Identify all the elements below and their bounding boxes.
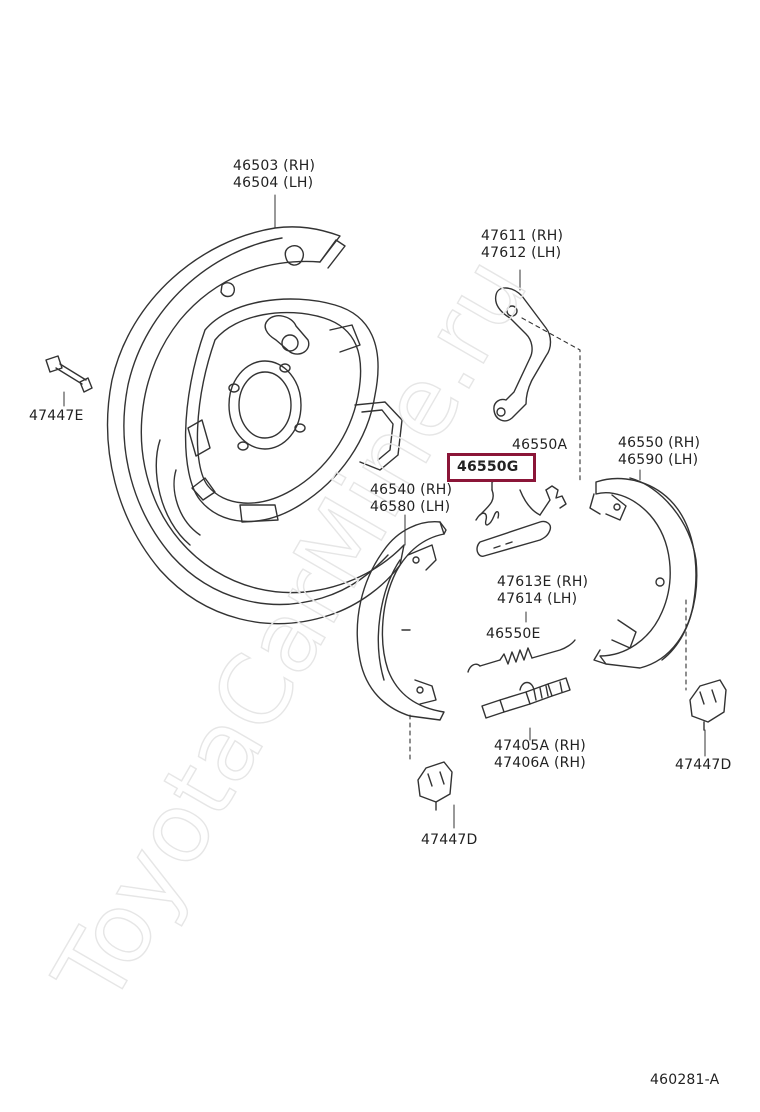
label-adjuster-rh: 47405A (RH): [494, 738, 586, 754]
label-spring-g: 46550G: [457, 459, 518, 476]
diagram-code: 460281-A: [650, 1072, 719, 1089]
label-pin-text: 47447E: [29, 408, 84, 424]
label-clip-left-text: 47447D: [421, 832, 478, 848]
adjuster-illustration: [481, 677, 571, 719]
highlight-box: [447, 453, 536, 482]
label-spring-a-text: 46550A: [512, 437, 568, 453]
label-adjuster-lh: 47406A (RH): [494, 755, 586, 771]
label-shoe-left-lh: 46580 (LH): [370, 499, 451, 515]
label-shoe-right-rh: 46550 (RH): [618, 435, 701, 451]
label-spring-e: 46550E: [486, 626, 541, 643]
pin-47447e-illustration: [45, 355, 93, 393]
label-pin: 47447E: [29, 408, 84, 425]
backing-plate-illustration: [106, 226, 405, 625]
label-shoe-left-rh: 46540 (RH): [370, 482, 453, 498]
label-lever: 47611 (RH) 47612 (LH): [481, 228, 563, 262]
label-strut-rh: 47613E (RH): [497, 574, 589, 590]
label-backing-plate-lh: 46504 (LH): [233, 175, 314, 191]
label-shoe-left: 46540 (RH) 46580 (LH): [370, 482, 452, 516]
label-clip-right-text: 47447D: [675, 757, 732, 773]
strut-illustration: [476, 520, 552, 557]
brake-hub-illustration: [184, 298, 379, 523]
label-shoe-right-lh: 46590 (LH): [618, 452, 699, 468]
label-spring-a: 46550A: [512, 437, 567, 454]
label-clip-left: 47447D: [421, 832, 478, 849]
label-lever-lh: 47612 (LH): [481, 245, 562, 261]
label-backing-plate: 46503 (RH) 46504 (LH): [233, 158, 315, 192]
label-strut-lh: 47614 (LH): [497, 591, 578, 607]
label-lever-rh: 47611 (RH): [481, 228, 564, 244]
label-shoe-right: 46550 (RH) 46590 (LH): [618, 435, 700, 469]
label-backing-plate-rh: 46503 (RH): [233, 158, 316, 174]
label-spring-e-text: 46550E: [486, 626, 541, 642]
right-brake-shoe-illustration: [589, 477, 698, 669]
diagram-code-text: 460281-A: [650, 1072, 720, 1088]
spring-46550a-illustration: [519, 485, 567, 516]
label-strut: 47613E (RH) 47614 (LH): [497, 574, 588, 608]
label-clip-right: 47447D: [675, 757, 732, 774]
spring-46550e-illustration: [467, 639, 576, 673]
label-adjuster: 47405A (RH) 47406A (RH): [494, 738, 586, 772]
label-spring-g-text: 46550G: [457, 459, 519, 475]
spring-46550g-illustration: [475, 479, 500, 526]
clip-right-illustration: [689, 679, 727, 731]
left-brake-shoe-illustration: [356, 521, 447, 721]
clip-left-illustration: [417, 761, 453, 811]
lever-illustration: [493, 287, 552, 422]
